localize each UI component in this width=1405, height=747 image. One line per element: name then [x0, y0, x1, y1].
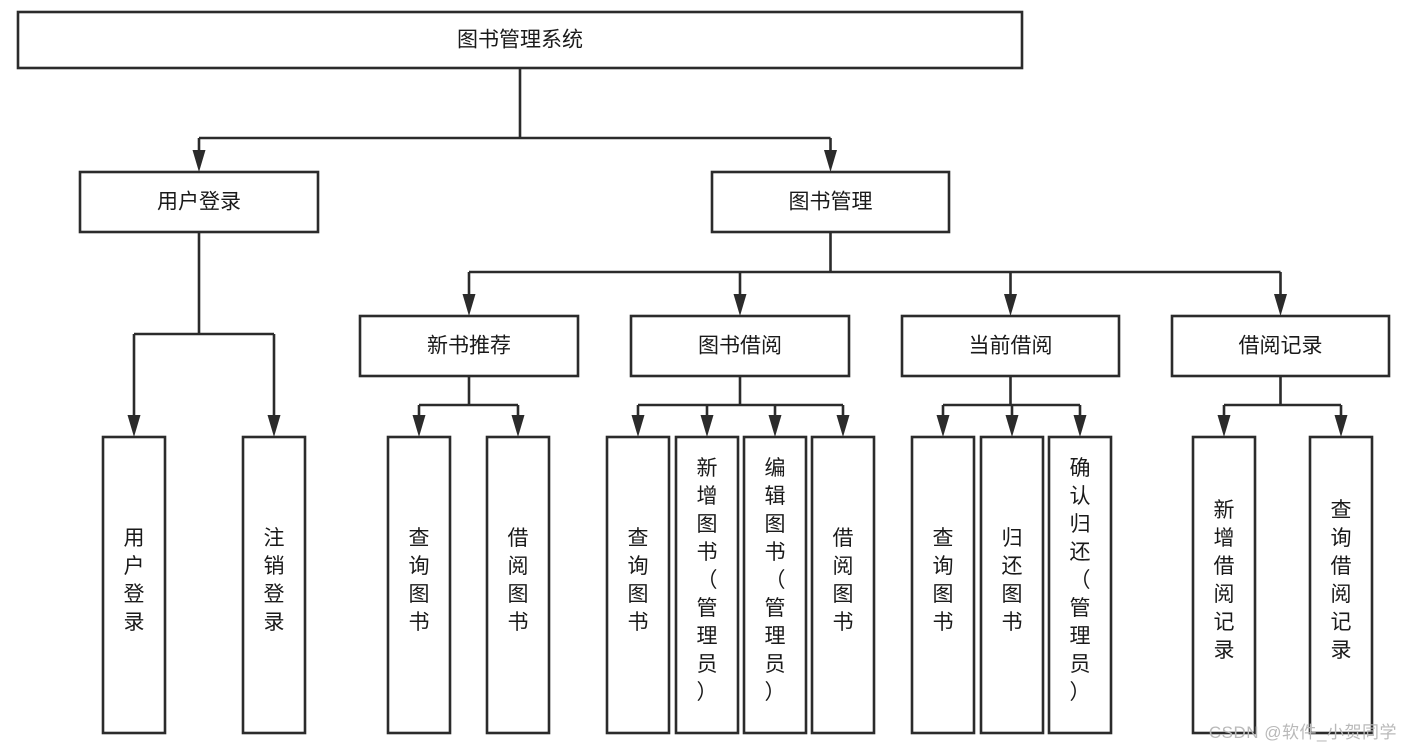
- node-leaf-edit-book[interactable]: 编辑图书（管理员）: [742, 435, 808, 735]
- node-box[interactable]: [605, 435, 671, 735]
- arrow-head-icon: [836, 415, 850, 437]
- node-label: 用户登录: [124, 527, 145, 634]
- arrow-head-icon: [768, 415, 782, 437]
- node-box[interactable]: [810, 435, 876, 735]
- arrow-head-icon: [1004, 294, 1017, 316]
- connector-group: [192, 68, 837, 172]
- node-borrow-record[interactable]: 借阅记录: [1170, 314, 1391, 378]
- connector-layer: [127, 68, 1348, 437]
- node-leaf-add-record[interactable]: 新增借阅记录: [1191, 435, 1257, 735]
- arrow-head-icon: [1073, 415, 1087, 437]
- node-label: 归还图书: [1002, 527, 1023, 634]
- node-box[interactable]: [979, 435, 1045, 735]
- arrow-head-icon: [1334, 415, 1348, 437]
- arrow-head-icon: [192, 150, 206, 172]
- node-box[interactable]: [910, 435, 976, 735]
- node-box[interactable]: [241, 435, 307, 735]
- node-new-book-rec[interactable]: 新书推荐: [358, 314, 580, 378]
- node-box[interactable]: [742, 435, 808, 735]
- arrow-head-icon: [824, 150, 837, 172]
- node-label: 借阅图书: [508, 527, 529, 634]
- node-box[interactable]: [1308, 435, 1374, 735]
- arrow-head-icon: [733, 294, 747, 316]
- node-leaf-confirm-return[interactable]: 确认归还（管理员）: [1047, 435, 1113, 735]
- node-box[interactable]: [1191, 435, 1257, 735]
- node-layer: 图书管理系统用户登录图书管理新书推荐图书借阅当前借阅借阅记录用户登录注销登录查询…: [16, 10, 1391, 735]
- node-leaf-user-login[interactable]: 用户登录: [101, 435, 167, 735]
- node-label: 当前借阅: [969, 335, 1053, 358]
- node-label: 查询借阅记录: [1331, 499, 1352, 662]
- node-leaf-return-book[interactable]: 归还图书: [979, 435, 1045, 735]
- node-leaf-borrow-book-1[interactable]: 借阅图书: [485, 435, 551, 735]
- node-book-manage[interactable]: 图书管理: [710, 170, 951, 234]
- node-box[interactable]: [629, 314, 851, 378]
- arrow-head-icon: [412, 415, 426, 437]
- node-label: 用户登录: [157, 191, 241, 214]
- node-label: 借阅图书: [833, 527, 854, 634]
- node-book-borrow[interactable]: 图书借阅: [629, 314, 851, 378]
- node-leaf-query-book-2[interactable]: 查询图书: [605, 435, 671, 735]
- node-root[interactable]: 图书管理系统: [16, 10, 1024, 70]
- node-label: 注销登录: [264, 527, 285, 634]
- node-box[interactable]: [358, 314, 580, 378]
- node-box[interactable]: [101, 435, 167, 735]
- arrow-head-icon: [511, 415, 525, 437]
- arrow-head-icon: [1274, 294, 1287, 316]
- connector-group: [462, 232, 1287, 316]
- node-leaf-add-book[interactable]: 新增图书（管理员）: [674, 435, 740, 735]
- node-box[interactable]: [78, 170, 320, 234]
- node-label: 图书借阅: [698, 335, 782, 358]
- connector-group: [936, 376, 1087, 437]
- node-label: 查询图书: [933, 527, 954, 634]
- node-box[interactable]: [16, 10, 1024, 70]
- node-label: 编辑图书（管理员）: [765, 457, 786, 704]
- arrow-head-icon: [267, 415, 281, 437]
- node-box[interactable]: [900, 314, 1121, 378]
- node-label: 图书管理: [789, 191, 873, 214]
- node-label: 图书管理系统: [457, 29, 583, 52]
- node-label: 新增图书（管理员）: [697, 457, 718, 704]
- node-label: 新增借阅记录: [1214, 499, 1235, 662]
- node-leaf-user-logout[interactable]: 注销登录: [241, 435, 307, 735]
- arrow-head-icon: [631, 415, 645, 437]
- arrow-head-icon: [1217, 415, 1231, 437]
- connector-group: [631, 376, 850, 437]
- node-leaf-borrow-book-2[interactable]: 借阅图书: [810, 435, 876, 735]
- node-box[interactable]: [386, 435, 452, 735]
- node-user-login[interactable]: 用户登录: [78, 170, 320, 234]
- node-leaf-query-book-1[interactable]: 查询图书: [386, 435, 452, 735]
- arrow-head-icon: [462, 294, 476, 316]
- arrow-head-icon: [127, 415, 141, 437]
- node-box[interactable]: [710, 170, 951, 234]
- node-box[interactable]: [674, 435, 740, 735]
- node-leaf-query-book-3[interactable]: 查询图书: [910, 435, 976, 735]
- node-current-borrow[interactable]: 当前借阅: [900, 314, 1121, 378]
- connector-group: [412, 376, 525, 437]
- node-label: 新书推荐: [427, 335, 511, 358]
- arrow-head-icon: [1005, 415, 1019, 437]
- node-label: 查询图书: [409, 527, 430, 634]
- node-label: 确认归还（管理员）: [1070, 457, 1091, 704]
- connector-group: [1217, 376, 1348, 437]
- arrow-head-icon: [936, 415, 950, 437]
- csdn-watermark: CSDN @软件_小贺同学: [1208, 723, 1397, 742]
- node-box[interactable]: [1170, 314, 1391, 378]
- arrow-head-icon: [700, 415, 714, 437]
- node-box[interactable]: [485, 435, 551, 735]
- node-box[interactable]: [1047, 435, 1113, 735]
- node-label: 借阅记录: [1239, 335, 1323, 358]
- connector-group: [127, 232, 281, 437]
- node-leaf-query-record[interactable]: 查询借阅记录: [1308, 435, 1374, 735]
- node-label: 查询图书: [628, 527, 649, 634]
